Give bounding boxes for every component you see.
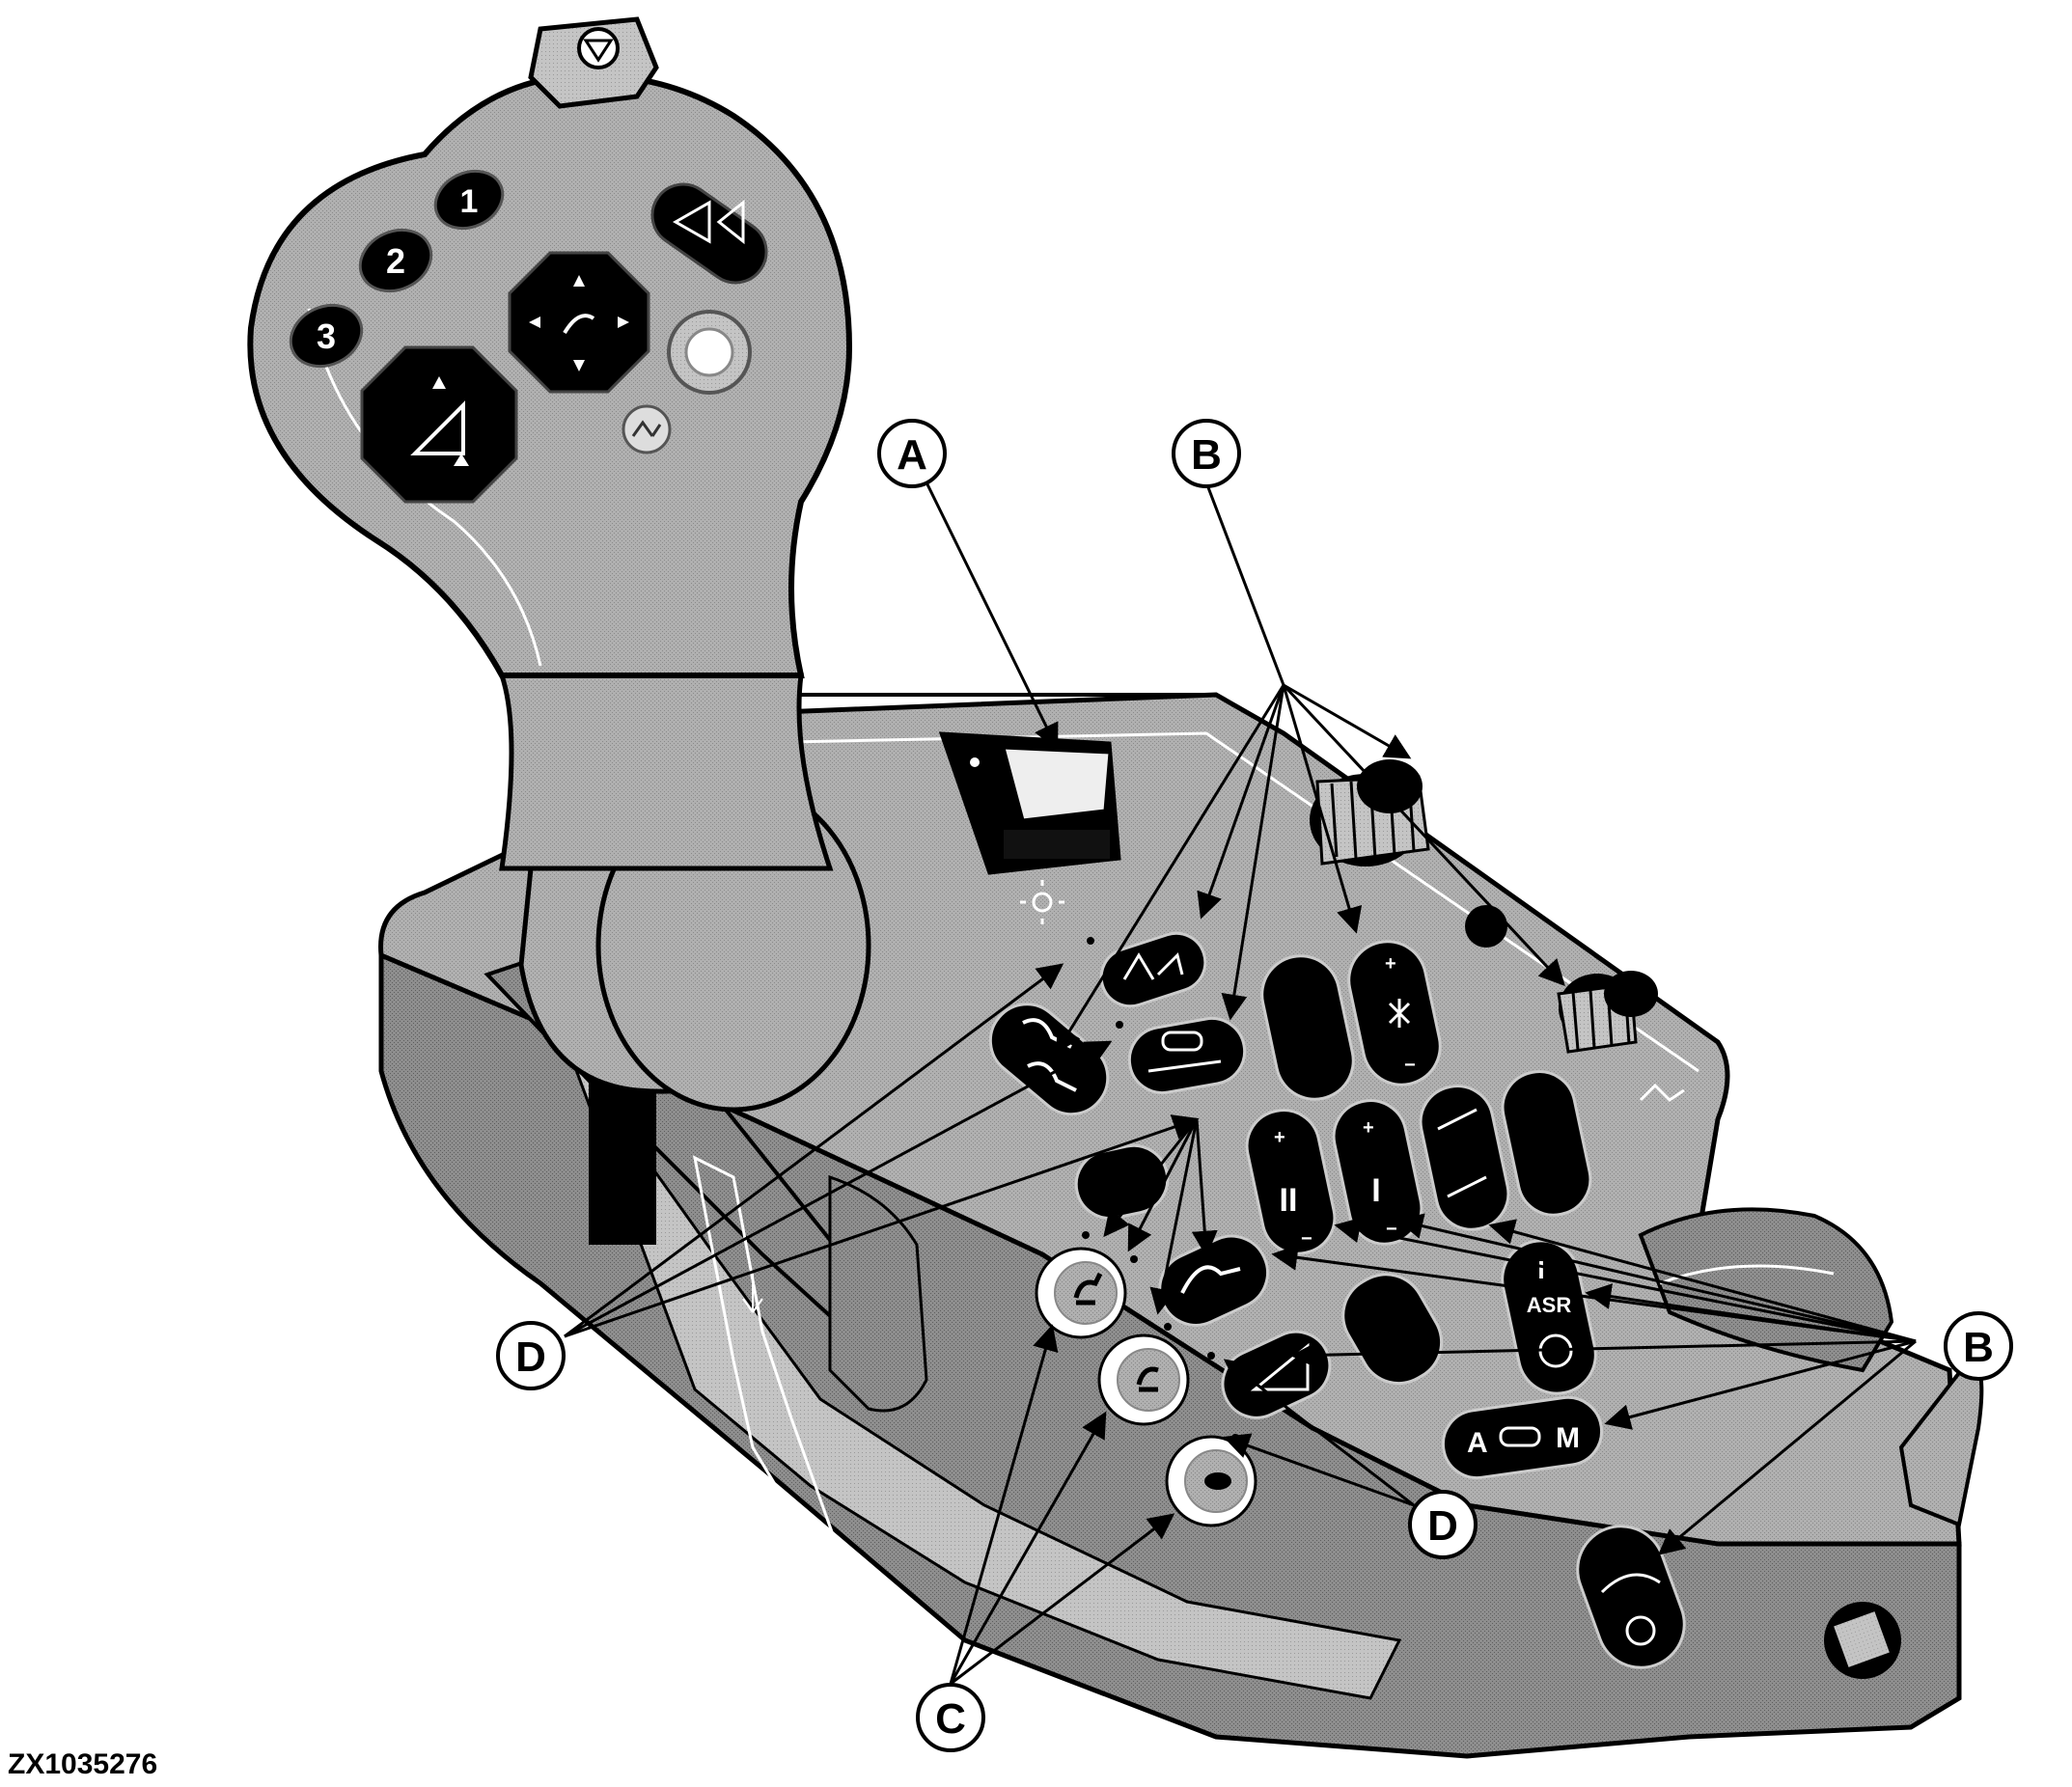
svg-text:−: − bbox=[1404, 1055, 1416, 1076]
svg-text:B: B bbox=[1191, 431, 1222, 479]
sun-icon bbox=[1020, 880, 1064, 924]
reverse-button[interactable] bbox=[640, 173, 778, 295]
callout-d-left: D bbox=[496, 1321, 566, 1390]
svg-text:D: D bbox=[515, 1333, 546, 1381]
speed-knob-turtle[interactable] bbox=[1165, 1435, 1257, 1527]
console-controls: + − + II − + I − bbox=[938, 731, 1901, 1680]
svg-text:−: − bbox=[1301, 1228, 1312, 1250]
range-one-button[interactable]: + I − bbox=[1327, 1094, 1428, 1251]
turtle-icon bbox=[1204, 1472, 1231, 1490]
figure-id: ZX1035276 bbox=[8, 1748, 158, 1780]
svg-text:M: M bbox=[1556, 1422, 1580, 1454]
svg-text:−: − bbox=[1386, 1219, 1397, 1240]
speed-plus-minus-button[interactable]: + − bbox=[1341, 934, 1447, 1091]
rear-knob[interactable] bbox=[1824, 1602, 1901, 1679]
svg-text:+: + bbox=[1363, 1117, 1374, 1139]
hitch-icon bbox=[563, 314, 595, 335]
callout-b-top: B bbox=[1172, 419, 1241, 488]
range-two-button[interactable]: + II − bbox=[1240, 1104, 1341, 1260]
arrow-up-icon bbox=[573, 275, 585, 287]
speed-knob-rabbit[interactable] bbox=[1035, 1247, 1127, 1339]
callout-b-right: B bbox=[1944, 1311, 2013, 1381]
svg-text:I: I bbox=[1537, 1255, 1544, 1284]
direction-arrows-icon bbox=[672, 199, 745, 245]
wiper-icon bbox=[1600, 1573, 1661, 1594]
svg-text:+: + bbox=[1385, 953, 1396, 975]
rabbit-icon bbox=[1073, 1272, 1103, 1306]
svg-text:A: A bbox=[897, 431, 927, 479]
joystick[interactable]: 1 2 3 bbox=[247, 16, 871, 1245]
svg-text:+: + bbox=[1274, 1127, 1285, 1148]
callout-a: A bbox=[877, 419, 947, 488]
handle-round-button[interactable] bbox=[667, 310, 752, 395]
arrow-up-icon bbox=[432, 376, 446, 389]
svg-text:3: 3 bbox=[317, 316, 336, 356]
handle-button-2[interactable]: 2 bbox=[350, 219, 441, 302]
auto-manual-button[interactable]: A M bbox=[1439, 1393, 1606, 1482]
hitch-logo-icon bbox=[1639, 1083, 1685, 1102]
triangle-icon bbox=[577, 27, 620, 69]
hitch-logo-icon bbox=[622, 404, 672, 454]
speed-knob-medium[interactable] bbox=[1097, 1333, 1190, 1426]
callout-d-right: D bbox=[1408, 1490, 1478, 1559]
trailer-button[interactable] bbox=[1414, 1080, 1515, 1236]
blank-oval-button-3[interactable] bbox=[1496, 1065, 1597, 1222]
wedge-icon bbox=[410, 400, 465, 455]
callout-c: C bbox=[916, 1683, 985, 1752]
handle-button-1[interactable]: 1 bbox=[427, 160, 512, 238]
hitch-rocker-button[interactable] bbox=[508, 251, 650, 394]
svg-text:C: C bbox=[935, 1695, 966, 1743]
svg-text:I: I bbox=[1371, 1172, 1380, 1209]
svg-text:1: 1 bbox=[460, 183, 479, 220]
arrow-down-icon bbox=[573, 360, 585, 371]
leader-lines bbox=[564, 481, 1917, 1686]
rabbit-icon bbox=[1136, 1366, 1159, 1392]
hitch-mode-button[interactable] bbox=[1093, 925, 1212, 1013]
svg-text:A: A bbox=[1467, 1427, 1488, 1459]
handle-button-3[interactable]: 3 bbox=[281, 294, 372, 377]
small-round-button[interactable] bbox=[1465, 905, 1507, 948]
joystick-shaft bbox=[589, 1071, 656, 1245]
ptc-button[interactable] bbox=[1124, 1013, 1250, 1098]
wiper-button[interactable] bbox=[1565, 1514, 1697, 1680]
arrow-down-icon bbox=[454, 454, 469, 466]
asr-button[interactable]: I ASR bbox=[1495, 1233, 1603, 1400]
svg-text:D: D bbox=[1427, 1502, 1458, 1550]
rotary-knob[interactable] bbox=[1310, 759, 1430, 866]
blank-oval-button-1[interactable] bbox=[1255, 948, 1360, 1106]
blank-oval-button-4[interactable] bbox=[1329, 1260, 1455, 1397]
depth-rocker-button[interactable] bbox=[360, 345, 518, 504]
svg-text:ASR: ASR bbox=[1527, 1293, 1572, 1317]
rocker-switch-a[interactable] bbox=[938, 731, 1121, 875]
svg-text:2: 2 bbox=[386, 241, 405, 281]
svg-text:II: II bbox=[1280, 1182, 1298, 1219]
svg-text:B: B bbox=[1963, 1324, 1994, 1371]
small-rotary-knob[interactable] bbox=[1557, 971, 1658, 1054]
